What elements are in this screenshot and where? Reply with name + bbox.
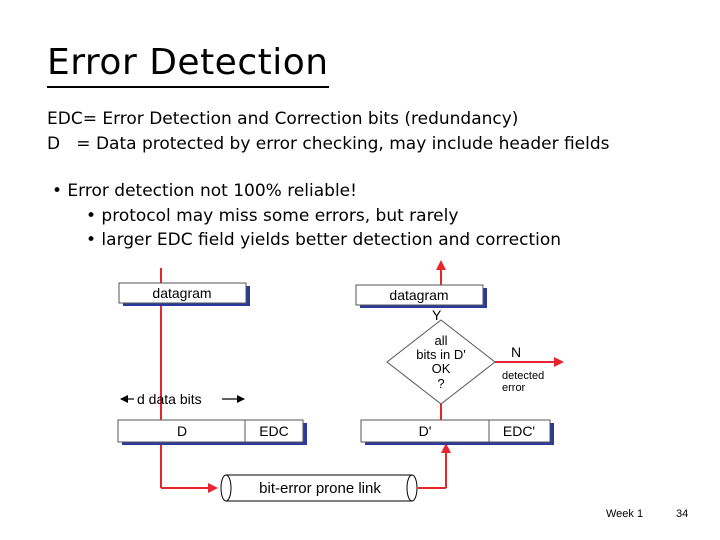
sender-frame: D EDC bbox=[117, 419, 307, 445]
decision-text-bits: bits in D' bbox=[416, 347, 465, 362]
footer-week: Week 1 bbox=[606, 508, 644, 520]
detected-error-line2: error bbox=[502, 382, 526, 394]
receiver-datagram-label: datagram bbox=[389, 287, 448, 303]
sender-datagram-box: datagram bbox=[118, 282, 250, 306]
red-flow-arrows bbox=[160, 260, 564, 493]
receiver-datagram-box: datagram bbox=[355, 284, 487, 308]
bit-error-prone-link: bit-error prone link bbox=[220, 474, 418, 502]
edc-definition: EDC= Error Detection and Correction bits… bbox=[47, 109, 519, 129]
detected-error-line1: detected bbox=[502, 370, 544, 382]
receiver-frame: D' EDC' bbox=[360, 419, 554, 445]
decision-text-question: ? bbox=[437, 376, 444, 391]
d-data-bits-span: d data bits bbox=[120, 391, 245, 407]
link-label: bit-error prone link bbox=[259, 480, 381, 497]
no-label: N bbox=[511, 344, 521, 360]
receiver-edc-field: EDC' bbox=[503, 423, 535, 439]
sender-d-field: D bbox=[177, 423, 187, 439]
d-definition: D = Data protected by error checking, ma… bbox=[47, 134, 610, 154]
decision-text-ok: OK bbox=[432, 361, 451, 376]
decision-diamond: all bits in D' OK ? bbox=[386, 319, 496, 405]
receiver-d-field: D' bbox=[419, 423, 432, 439]
bullet-reliability: • Error detection not 100% reliable! bbox=[52, 181, 357, 201]
sub-bullet-miss-errors: • protocol may miss some errors, but rar… bbox=[86, 206, 459, 226]
slide-title: Error Detection bbox=[47, 40, 329, 88]
sub-bullet-larger-edc: • larger EDC field yields better detecti… bbox=[86, 230, 562, 250]
page-number: 34 bbox=[676, 508, 689, 520]
d-data-bits-label: d data bits bbox=[137, 391, 202, 407]
sender-datagram-label: datagram bbox=[152, 285, 211, 301]
sender-edc-field: EDC bbox=[259, 423, 289, 439]
yes-label: Y bbox=[432, 307, 442, 323]
decision-text-all: all bbox=[434, 333, 447, 348]
